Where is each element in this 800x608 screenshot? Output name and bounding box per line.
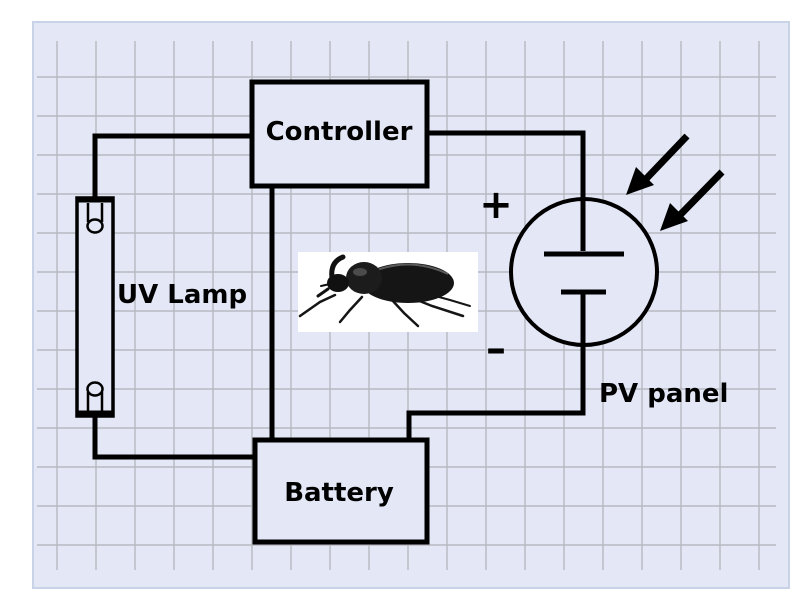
- wires: [92, 130, 586, 460]
- wire-controller-to-pv: [427, 130, 586, 200]
- controller-box: Controller: [249, 79, 430, 189]
- controller-label: Controller: [266, 117, 413, 147]
- pv-panel: [509, 197, 659, 347]
- battery-box: Battery: [252, 437, 430, 545]
- plus-terminal-label: +: [479, 182, 513, 228]
- pv-panel-label: PV panel: [599, 379, 728, 409]
- minus-terminal-label: –: [486, 326, 506, 372]
- filament-icon: [86, 203, 104, 234]
- uv-lamp-label: UV Lamp: [117, 280, 247, 310]
- wire-pv-to-battery: [406, 342, 586, 440]
- filament-icon: [86, 381, 104, 411]
- rhinoceros-beetle-icon: [298, 252, 478, 332]
- uv-lamp: [75, 196, 115, 418]
- sunlight-arrow-icon: [626, 133, 690, 195]
- wire-controller-to-lamp: [92, 133, 252, 200]
- battery-label: Battery: [284, 478, 394, 508]
- sunlight-arrow-icon: [660, 169, 725, 231]
- wire-lamp-to-battery: [92, 412, 255, 460]
